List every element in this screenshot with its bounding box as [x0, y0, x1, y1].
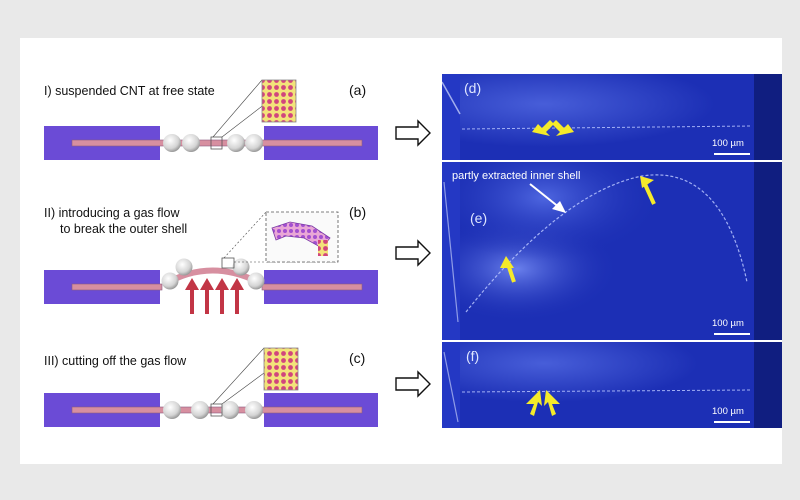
step-1-diagram: [44, 79, 378, 160]
panel-d-scale-label: 100 µm: [712, 138, 744, 149]
bead: [245, 134, 263, 152]
step-2-label-line2: to break the outer shell: [60, 222, 188, 236]
bead: [221, 401, 239, 419]
bead: [163, 134, 181, 152]
step-2-label-line1: II) introducing a gas flow: [44, 206, 180, 220]
extracted-shell-curve: [465, 174, 748, 313]
micrograph-panel-f: (f) 100 µm: [442, 342, 782, 428]
bead: [175, 258, 193, 276]
bead: [161, 272, 179, 290]
lattice-inset: [261, 79, 297, 123]
yellow-pointer-arrow-icon: [526, 390, 560, 416]
right-arrow-icon: [395, 370, 431, 398]
bead: [191, 401, 209, 419]
right-arrow-icon: [395, 119, 431, 147]
bead: [247, 272, 265, 290]
lattice-inset: [263, 347, 299, 391]
step-3-diagram: [44, 347, 378, 427]
nanotube: [71, 139, 363, 147]
bead: [232, 258, 250, 276]
panel-c-letter: (c): [349, 350, 366, 366]
step-3-label: III) cutting off the gas flow: [44, 354, 187, 368]
step-1-label: I) suspended CNT at free state: [44, 84, 215, 98]
annotation-inner-shell: partly extracted inner shell: [452, 170, 581, 182]
step-2-diagram: [44, 211, 378, 314]
panel-e-letter: (e): [470, 210, 488, 226]
micrograph-panel-e: partly extracted inner shell (e) 100 µm: [442, 162, 782, 340]
yellow-pointer-arrow-icon: [500, 176, 656, 283]
panel-f-scale-label: 100 µm: [712, 406, 744, 417]
bead: [182, 134, 200, 152]
bead: [245, 401, 263, 419]
micrograph-panel-d: (d) 100 µm: [442, 74, 782, 160]
panel-d-letter: (d): [464, 80, 482, 96]
bead: [227, 134, 245, 152]
yellow-pointer-arrow-icon: [532, 120, 574, 136]
panel-a-letter: (a): [349, 82, 367, 98]
panel-f-letter: (f): [466, 348, 480, 364]
gas-flow-arrow-icon: [185, 278, 244, 314]
nanotube: [71, 406, 363, 414]
panel-e-scale-label: 100 µm: [712, 318, 744, 329]
zoom-box-marker: [210, 136, 223, 150]
bead: [163, 401, 181, 419]
white-pointer-arrow-icon: [529, 183, 566, 213]
right-arrow-icon: [395, 239, 431, 267]
panel-b-letter: (b): [349, 204, 367, 220]
